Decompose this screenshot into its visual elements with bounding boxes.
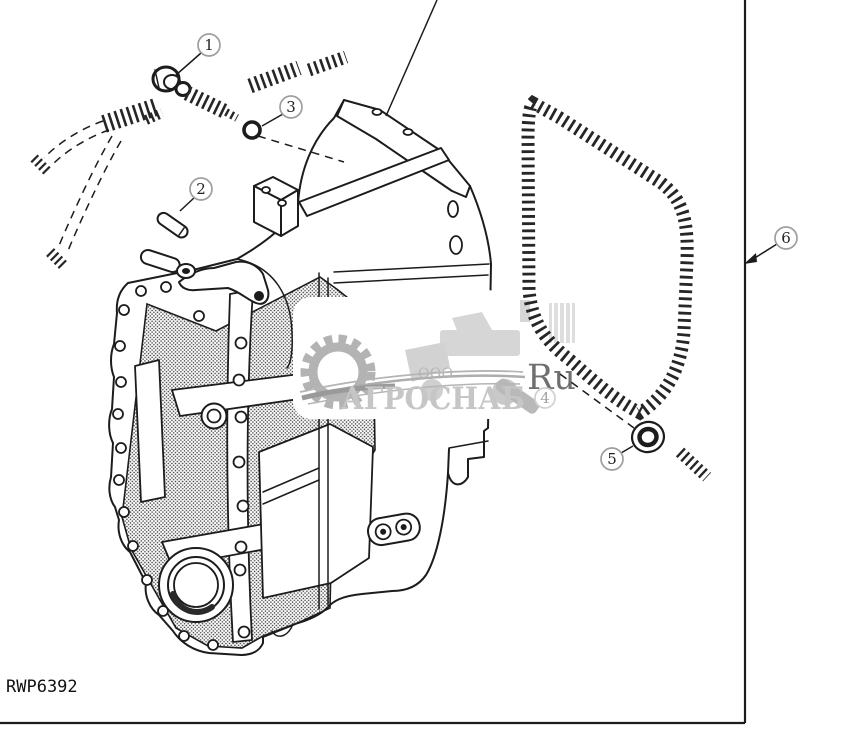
clevis-boss (367, 512, 421, 547)
support-strut (298, 147, 450, 217)
callout-4[interactable]: 4 (534, 387, 556, 409)
pivot-lever (139, 249, 270, 305)
case-flange (108, 258, 329, 656)
figure-code: RWP6392 (6, 677, 78, 697)
callout-6-arrowhead (744, 253, 757, 264)
body-panel (262, 263, 492, 638)
web-bolt-holes (232, 336, 251, 639)
bottom-bore (158, 547, 234, 623)
callout-2[interactable]: 2 (179, 177, 213, 212)
small-bore (200, 402, 228, 430)
callout-4-label: 4 (540, 389, 550, 407)
phantom-fitting-a (183, 86, 239, 122)
top-bracket (236, 99, 492, 369)
top-cutoff-leader (385, 0, 438, 117)
callout-2-label: 2 (196, 180, 206, 198)
callout-3-label: 3 (286, 98, 296, 116)
support-block (253, 176, 299, 237)
flange-bolt-holes (112, 281, 219, 651)
callout-5-label: 5 (607, 450, 617, 468)
watermark-org-type: ООО (418, 366, 456, 382)
harness-terminal (30, 154, 52, 176)
phantom-bolt (675, 447, 712, 482)
part-2-dowel-pin (156, 211, 189, 239)
mounting-pad (336, 99, 471, 198)
harness-connector (101, 98, 159, 133)
locating-pin-installed (139, 249, 181, 274)
callout-1-label: 1 (204, 36, 214, 54)
harness-terminal (46, 248, 68, 270)
callout-5[interactable]: 5 (600, 445, 634, 471)
callout-1[interactable]: 1 (175, 33, 221, 76)
wiring-harness (30, 98, 165, 270)
callout-6-label: 6 (781, 229, 791, 247)
gasket-dashed-leader (559, 373, 635, 429)
watermark-name: АГРОСНАБ (341, 381, 525, 417)
page-frame (0, 0, 747, 725)
o-ring-dashed-leader (257, 135, 345, 163)
left-web (134, 359, 166, 503)
part-5-seal-washer (630, 420, 666, 454)
gear-icon (299, 334, 526, 410)
part-1-plug (151, 65, 192, 97)
callout-3[interactable]: 3 (261, 95, 303, 127)
part-3-o-ring (242, 120, 262, 140)
callout-6[interactable]: 6 (744, 226, 798, 264)
side-pocket (258, 423, 374, 599)
phantom-fitting-b (247, 60, 302, 94)
phantom-fitting-c (306, 50, 349, 77)
lever-hole (254, 291, 264, 301)
